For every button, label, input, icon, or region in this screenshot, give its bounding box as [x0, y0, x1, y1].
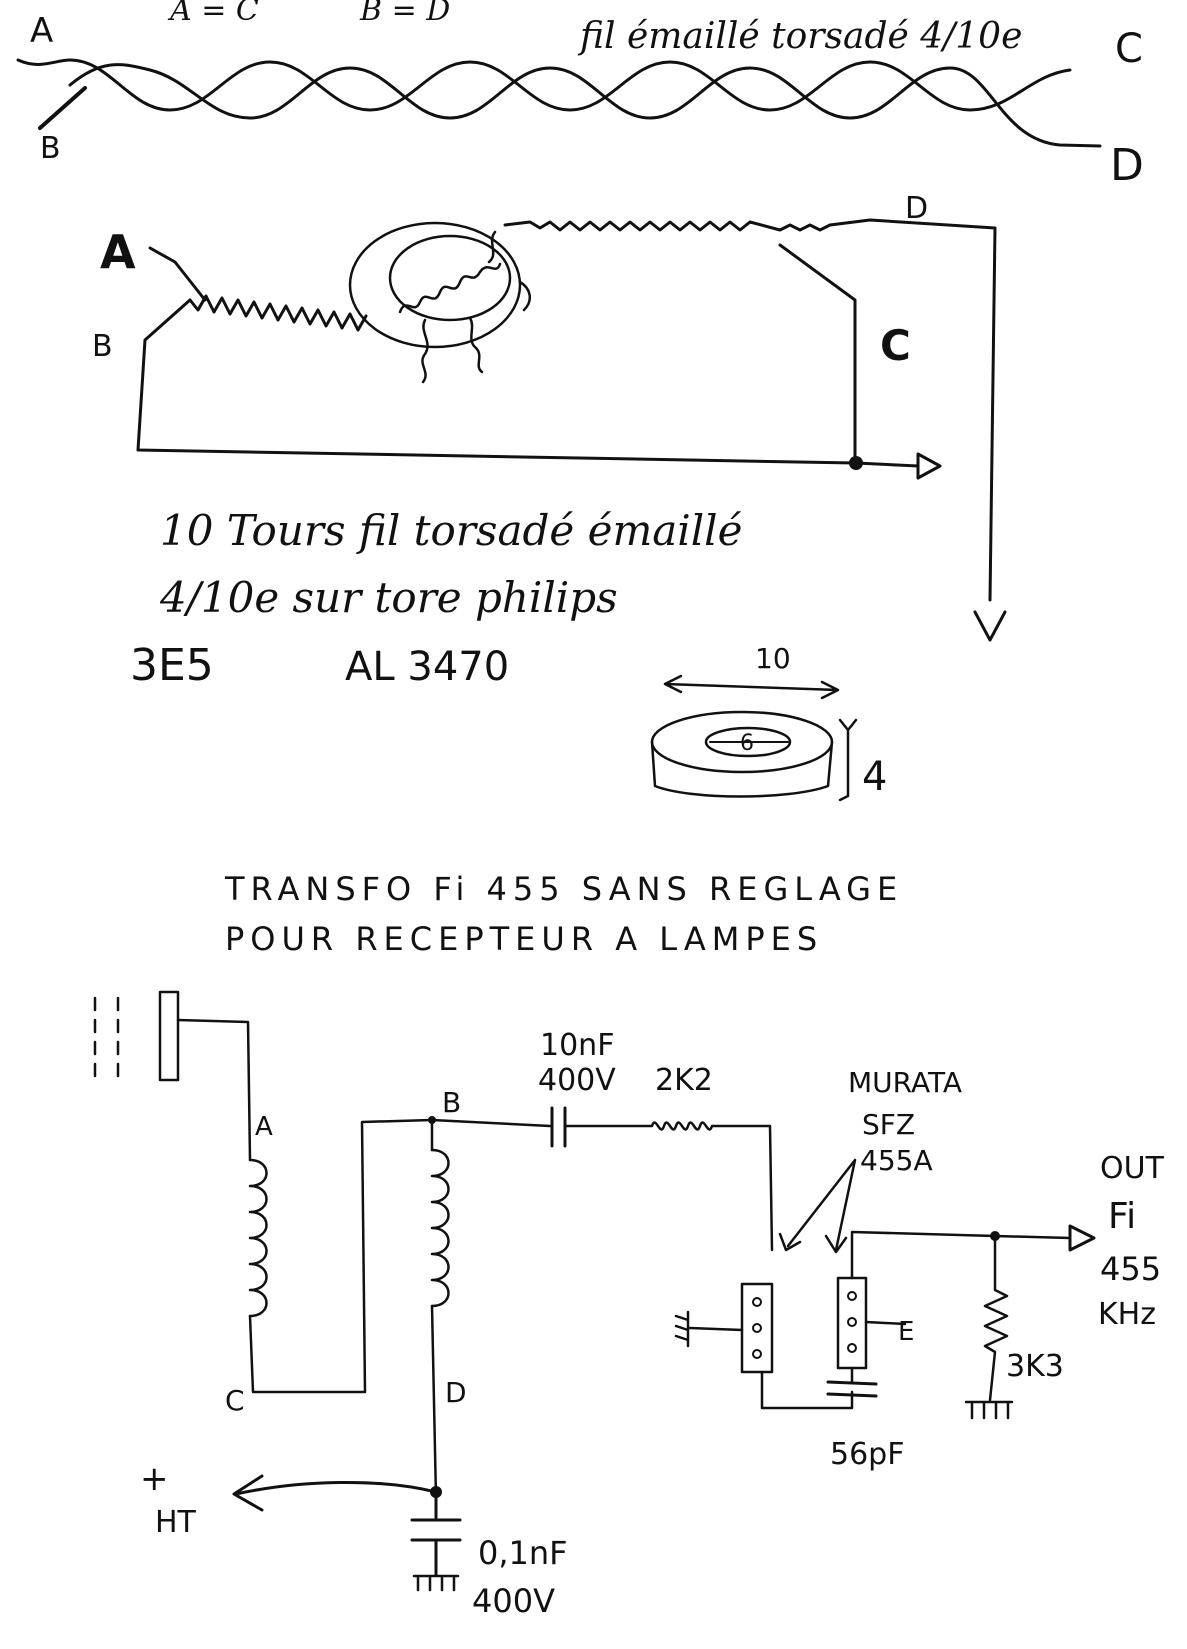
output-label-line4: KHz: [1098, 1297, 1156, 1332]
cap-56pf-label: 56pF: [830, 1437, 904, 1472]
resistor-2k2-label: 2K2: [655, 1063, 713, 1098]
twisted-wire-label-a: A: [30, 11, 53, 51]
toroid-wire-d-arrow: [973, 610, 1007, 642]
toroid-ring-outer: [348, 221, 522, 349]
resistor-3k3-label: 3K3: [1006, 1349, 1064, 1384]
decoupling-cap-value: 0,1nF: [478, 1534, 568, 1572]
decoupling-cap-voltage: 400V: [472, 1582, 555, 1620]
title-line2: POUR RECEPTEUR A LAMPES: [225, 920, 823, 958]
toroid-material: 3E5: [130, 640, 214, 691]
twisted-wire-label-c: C: [1115, 26, 1143, 72]
twisted-wire-strand-2: [68, 63, 1102, 148]
toroid-label-d: D: [905, 191, 928, 226]
coil-label-b: B: [442, 1086, 461, 1119]
toroid-ring-inner: [388, 234, 512, 322]
filter-output-pin3: [847, 1343, 857, 1353]
toroid-dim-outer-line: [663, 674, 840, 700]
toroid-output-arrow-icon: [916, 452, 942, 480]
filter-input-block: [740, 1282, 774, 1374]
toroid-label-b: B: [92, 329, 113, 364]
toroid-note-line2: 4/10e sur tore philips: [159, 573, 618, 622]
header-b-eq-d: B = D: [359, 0, 450, 28]
title-line1: TRANSFO Fi 455 SANS REGLAGE: [224, 870, 903, 908]
ht-plus: +: [140, 1459, 169, 1499]
ht-label: HT: [155, 1505, 197, 1540]
decoupling-ground-icon: [412, 1574, 460, 1592]
toroid-dim-inner: 6: [740, 731, 754, 756]
toroid-sketch-sides: [650, 740, 834, 798]
schematic-title: TRANSFO Fi 455 SANS REGLAGE POUR RECEPTE…: [224, 870, 903, 958]
toroid-wire-c: [778, 243, 857, 465]
resistor-3k3-ground-icon: [964, 1400, 1014, 1420]
coupling-cap-value: 10nF: [540, 1028, 614, 1063]
filter-pin-e-label: E: [898, 1317, 914, 1347]
toroid-section: A B C D 10 Tours fil torsadé émaillé 4/1…: [92, 191, 1007, 802]
coil-label-c: C: [225, 1384, 245, 1417]
filter-input-pin2: [752, 1323, 762, 1333]
ht-lead: [234, 1480, 438, 1496]
filter-pin-e-lead: [864, 1320, 907, 1326]
twisted-wire-label-d: D: [1110, 140, 1144, 191]
toroid-wire-b: [136, 298, 857, 465]
filter-pointer-arrows: [786, 1158, 857, 1252]
ht-arrow-icon: [232, 1474, 264, 1512]
toroid-dim-height: 4: [862, 754, 887, 800]
coil-label-a: A: [255, 1112, 273, 1142]
schematic-section: A C B D + HT 0,1nF 400V 10nF 400V 2K2 MU…: [93, 990, 1165, 1620]
wire-filter-out: [850, 1230, 1072, 1280]
toroid-al-value: AL 3470: [345, 644, 509, 690]
filter-input-ground-icon: [674, 1310, 690, 1348]
header-a-eq-c: A = C: [167, 0, 259, 28]
filter-model-line1: SFZ: [862, 1108, 915, 1141]
tube-anode-plate: [158, 990, 180, 1082]
wire-coil-d-down: [430, 1304, 438, 1500]
toroid-dim-outer: 10: [755, 642, 791, 675]
toroid-turns: [398, 230, 532, 384]
decoupling-cap-icon: [410, 1496, 462, 1577]
output-label-line1: OUT: [1100, 1151, 1165, 1186]
toroid-note-line1: 10 Tours fil torsadé émaillé: [160, 506, 742, 555]
twisted-wire-lead-b: [38, 86, 87, 130]
twisted-wire-strand-1: [16, 58, 1072, 112]
twisted-pair-section: A = C B = D fil émaillé torsadé 4/10e A …: [16, 0, 1144, 191]
filter-model-line2: 455A: [860, 1144, 933, 1177]
toroid-winding-left: [188, 294, 368, 332]
filter-output-pin1: [847, 1291, 857, 1301]
filter-input-ground-lead: [688, 1326, 744, 1332]
output-arrow-icon: [1068, 1224, 1096, 1252]
wire-coil-c-loop: [248, 1118, 434, 1394]
filter-output-pin2: [847, 1317, 857, 1327]
twisted-wire-label-b: B: [40, 131, 61, 166]
filter-brand: MURATA: [848, 1066, 962, 1099]
coupling-cap-icon: [550, 1106, 567, 1148]
toroid-winding-right: [503, 218, 997, 602]
output-label-line2: Fi: [1108, 1196, 1136, 1237]
cap-56pf-icon: [826, 1380, 878, 1398]
filter-pointer-arrowheads: [778, 1232, 848, 1254]
coil-label-d: D: [445, 1376, 467, 1409]
filter-input-pin3: [752, 1349, 762, 1359]
toroid-sketch-hole: [704, 726, 792, 758]
secondary-coil-icon: [430, 1148, 450, 1308]
resistor-2k2-icon: [563, 1121, 774, 1252]
wire-56pf-bridge: [760, 1366, 854, 1410]
toroid-lead-a: [148, 246, 207, 302]
filter-input-pin1: [752, 1297, 762, 1307]
toroid-label-c: C: [880, 321, 911, 370]
wire-b-to-cap: [430, 1118, 552, 1128]
toroid-label-a: A: [100, 225, 136, 279]
tube-grid-dashes: [93, 996, 120, 1080]
output-label-line3: 455: [1100, 1250, 1161, 1288]
resistor-3k3-icon: [983, 1234, 1009, 1402]
primary-coil-icon: [248, 1158, 268, 1318]
coupling-cap-voltage: 400V: [538, 1063, 616, 1098]
wire-anode-to-coil: [176, 1018, 252, 1162]
toroid-output-lead: [854, 461, 920, 468]
twisted-wire-title: fil émaillé torsadé 4/10e: [577, 16, 1022, 57]
toroid-dim-height-line: [838, 718, 858, 802]
